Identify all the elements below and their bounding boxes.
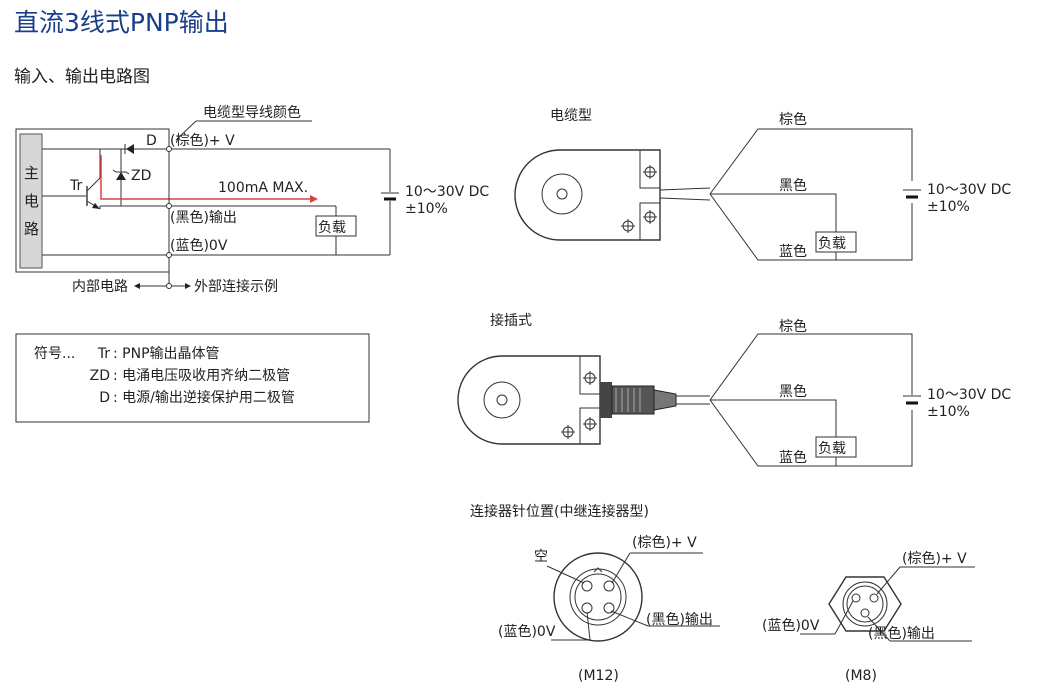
cable-brown-label: 棕色	[779, 111, 807, 128]
mount-hole-icon	[561, 425, 575, 439]
cable-supply-voltage: 10～30V DC	[927, 182, 1011, 198]
m12-connector-icon	[553, 552, 643, 642]
m12-blue-0v-label: (蓝色)0V	[498, 623, 556, 640]
connector-pin-layout: 连接器针位置(中继连接器型) 空 (棕色)+ V (蓝色)0V (黑色)输出 (…	[470, 503, 975, 684]
current-arrow-icon	[310, 195, 318, 203]
zener-diode-icon	[116, 172, 126, 180]
m12-brown-v-label: (棕色)+ V	[632, 534, 697, 551]
legend-key-tr: Tr	[97, 346, 110, 362]
external-example-label: 外部连接示例	[194, 278, 278, 295]
legend-prefix: 符号...	[34, 346, 75, 362]
zd-label: ZD	[131, 168, 151, 184]
mount-hole-icon	[643, 210, 657, 224]
m12-empty-label: 空	[534, 549, 548, 565]
page-title: 直流3线式PNP输出	[14, 8, 229, 37]
m8-connector-icon	[828, 576, 902, 632]
cable-blue-label: 蓝色	[779, 243, 807, 260]
cable-sensor-body	[514, 149, 661, 241]
mount-hole-icon	[621, 219, 635, 233]
m8-caption: (M8)	[845, 668, 877, 684]
cable-color-label: 电缆型导线颜色	[203, 104, 301, 121]
connector-load-label: 负载	[818, 441, 846, 457]
arrow-right-icon	[185, 283, 191, 289]
main-circuit-char-2: 电	[24, 192, 39, 210]
connector-supply-voltage: 10～30V DC	[927, 387, 1011, 403]
connector-black-label: 黑色	[779, 383, 807, 400]
connector-blue-label: 蓝色	[779, 449, 807, 466]
connector-type-title: 接插式	[490, 312, 532, 329]
circuit-diagram: 电缆型导线颜色 主 电 路 D ZD Tr	[15, 104, 489, 295]
legend-key-zd: ZD	[90, 368, 110, 384]
connector-brown-label: 棕色	[779, 318, 807, 335]
connector-supply-tolerance: ±10%	[927, 404, 970, 420]
symbol-legend: 符号... Tr : PNP输出晶体管 ZD : 电涌电压吸收用齐纳二极管 D …	[15, 333, 370, 423]
mount-hole-icon	[583, 417, 597, 431]
tr-label: Tr	[69, 178, 82, 194]
m8-black-out-label: (黑色)输出	[868, 625, 935, 642]
connector-type-wiring: 接插式 负载 棕色 黑色 蓝色	[457, 312, 1011, 467]
connector-sensor-body	[457, 355, 601, 445]
legend-desc-d: : 电源/输出逆接保护用二极管	[113, 389, 295, 406]
legend-frame	[15, 333, 370, 423]
arrow-left-icon	[134, 283, 140, 289]
current-label: 100mA MAX.	[218, 180, 308, 196]
legend-desc-tr: : PNP输出晶体管	[113, 346, 220, 362]
cable	[659, 187, 711, 201]
d-label: D	[146, 133, 157, 149]
load-label: 负载	[318, 220, 346, 236]
cable-load-label: 负载	[818, 236, 846, 252]
legend-key-d: D	[99, 390, 110, 406]
blue-0v-label: (蓝色)0V	[170, 237, 228, 254]
pin-layout-title: 连接器针位置(中继连接器型)	[470, 503, 649, 520]
main-circuit-char-3: 路	[24, 220, 39, 238]
supply-voltage: 10～30V DC	[405, 184, 489, 200]
mount-hole-icon	[643, 165, 657, 179]
cable-black-label: 黑色	[779, 177, 807, 194]
cable-type-title: 电缆型	[550, 108, 592, 124]
m8-blue-0v-label: (蓝色)0V	[762, 617, 820, 634]
main-circuit-char-1: 主	[24, 164, 39, 182]
internal-circuit-label: 内部电路	[72, 279, 128, 295]
cable-supply-tolerance: ±10%	[927, 199, 970, 215]
sensing-face-icon	[483, 381, 521, 419]
main-circuit-block	[19, 133, 43, 269]
transistor-arrow-icon	[92, 203, 100, 209]
connector-nut-icon	[600, 382, 612, 418]
black-out-label: (黑色)输出	[170, 209, 237, 226]
brown-v-label: (棕色)+ V	[170, 132, 235, 149]
mount-hole-icon	[583, 371, 597, 385]
sensing-face-icon	[541, 173, 583, 215]
diode-d-icon	[126, 144, 134, 154]
section-title: 输入、输出电路图	[14, 67, 150, 87]
cable-type-wiring: 电缆型 负载 棕色 黑色 蓝色 10～30V DC ±10%	[514, 108, 1011, 261]
m12-black-out-label: (黑色)输出	[646, 611, 713, 628]
m8-brown-v-label: (棕色)+ V	[902, 550, 967, 567]
supply-tolerance: ±10%	[405, 201, 448, 217]
m12-caption: (M12)	[578, 668, 619, 684]
legend-desc-zd: : 电涌电压吸收用齐纳二极管	[113, 368, 290, 384]
